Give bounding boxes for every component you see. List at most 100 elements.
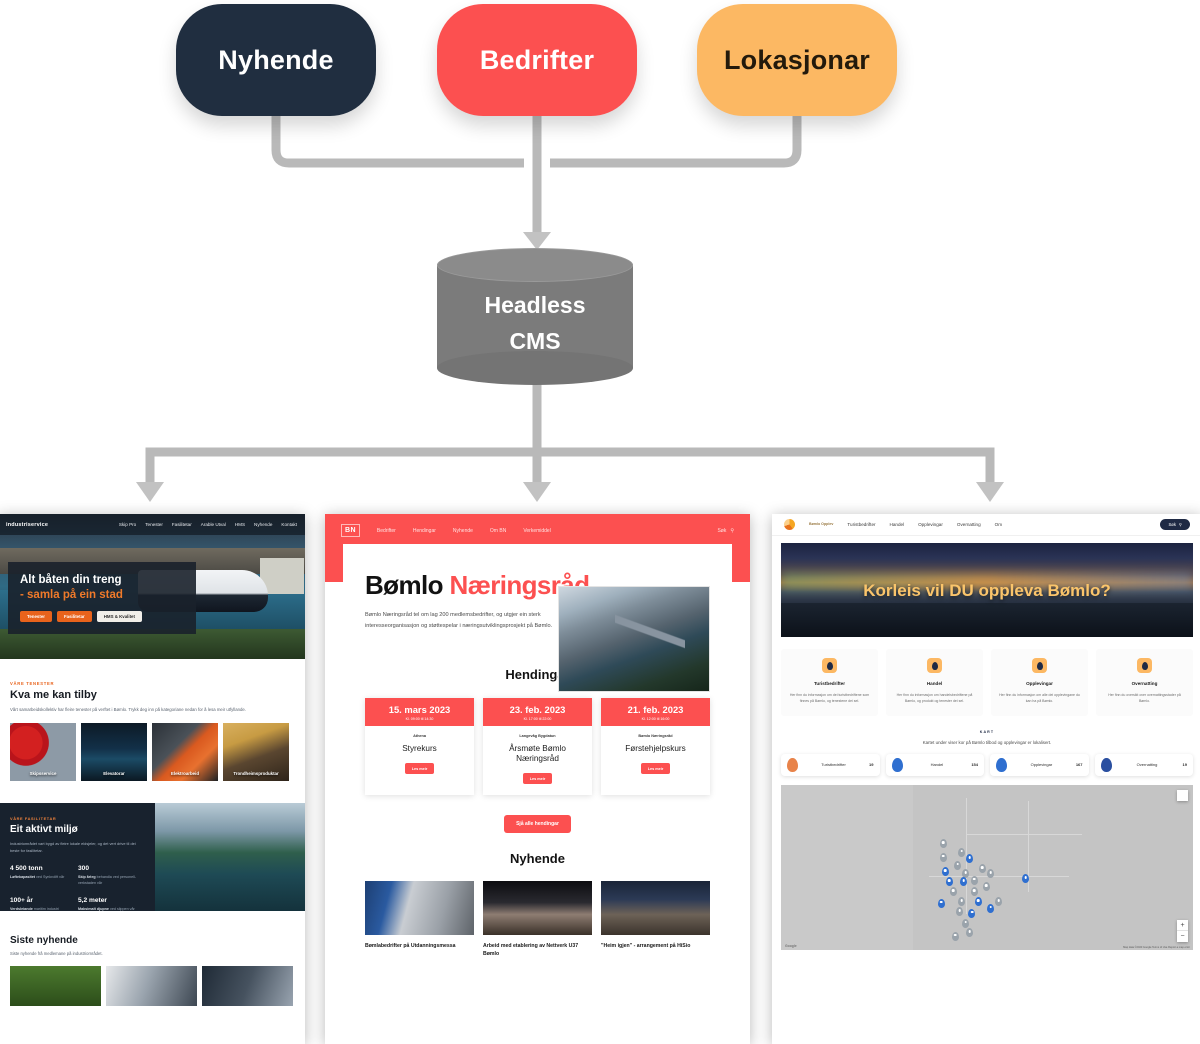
site3-nav-item[interactable]: Turistbedrifter [847,522,876,527]
site3-navbar[interactable]: Bømlo Opplev Turistbedrifter Handel Oppl… [772,514,1200,536]
news-card[interactable]: "Heim igjen" - arrangement på HiSio [601,880,710,959]
search-icon[interactable]: ⚲ [730,527,734,534]
site2-search[interactable]: Søk ⚲ [717,528,734,534]
map-pin[interactable] [970,875,978,885]
map-pin[interactable] [941,867,949,877]
event-card[interactable]: 23. feb. 2023 Kl. 17:00 til 22:00 Langev… [483,697,592,795]
event-read-more-button[interactable]: Les meir [522,773,553,785]
site2-nav-item[interactable]: Nyhende [452,527,473,534]
map-pin[interactable] [978,864,986,874]
interactive-map[interactable]: + − Google Map data ©2023 Google Terms o… [781,784,1193,950]
site1-nav-item[interactable]: Fasilitetar [171,522,192,527]
site2-nav-item[interactable]: Om BN [489,527,507,534]
site3-nav-item[interactable]: Opplevingar [918,522,943,527]
news-card[interactable]: Bømlabedrifter på Utdanningsmessa [365,880,474,959]
fullscreen-icon[interactable] [1177,789,1188,801]
site1-nav-item[interactable]: Kontakt [281,522,297,527]
site1-navbar[interactable]: industriservice Skip Pro Tenester Fasili… [0,514,305,535]
event-read-more-button[interactable]: Les meir [404,763,435,775]
category-card-opplevingar[interactable]: Opplevingar Her finn du informasjon om a… [991,649,1088,716]
site2-nav-item[interactable]: Bedrifter [376,527,396,534]
site2-nav-item[interactable]: Verkemiddel [523,527,551,534]
source-node-lokasjonar[interactable]: Lokasjonar [697,4,897,116]
map-pin[interactable] [945,877,953,887]
category-card-handel[interactable]: Handel Her finn du informasjon om handel… [886,649,983,716]
category-card-overnatting[interactable]: Overnatting Her finn du oversikt over ov… [1096,649,1193,716]
website-preview-industriservice[interactable]: industriservice Skip Pro Tenester Fasili… [0,514,305,1044]
cms-label: Headless CMS [437,288,633,359]
source-node-nyhende[interactable]: Nyhende [176,4,376,116]
map-pin[interactable] [960,877,968,887]
website-preview-opplev-bomlo[interactable]: Bømlo Opplev Turistbedrifter Handel Oppl… [772,514,1200,1044]
site1-nav-item[interactable]: Tenester [145,522,163,527]
website-preview-bomlo-naeringsrad[interactable]: BN Bedrifter Hendingar Nyhende Om BN Ver… [325,514,750,1044]
site3-nav-item[interactable]: Overnatting [956,522,981,527]
zoom-out-button[interactable]: − [1180,932,1185,940]
map-pin[interactable] [970,887,978,897]
map-pin-icon [1137,658,1152,673]
service-card[interactable]: Elevatorar [81,722,147,781]
map-pin[interactable] [962,869,970,879]
logo-icon[interactable] [784,519,795,530]
service-card[interactable]: Trondheimsproduktar [223,722,289,781]
map-pin[interactable] [966,928,974,938]
map-pin[interactable] [939,852,947,862]
map-pin[interactable] [951,931,959,941]
event-card[interactable]: 21. feb. 2023 Kl. 12:00 til 16:00 Bømlo … [601,697,710,795]
site1-logo[interactable]: industriservice [6,521,49,528]
map-pin[interactable] [956,907,964,917]
legend-item-handel[interactable]: Handel 154 [885,753,984,776]
see-all-events-button[interactable]: Sjå alle hendingar [504,814,571,833]
site2-nav-item[interactable]: Hendingar [412,527,436,534]
hero-button-fasilitetar[interactable]: Fasilitetar [56,611,92,623]
map-pin[interactable] [968,908,976,918]
legend-item-overnatting[interactable]: Overnatting 19 [1094,753,1193,776]
map-pin[interactable] [954,860,962,870]
map-pin[interactable] [995,897,1003,907]
map-pin[interactable] [1022,874,1030,884]
event-time: Kl. 12:00 til 16:00 [641,716,670,721]
zoom-in-button[interactable]: + [1177,920,1188,931]
source-node-bedrifter[interactable]: Bedrifter [437,4,637,116]
news-thumb[interactable] [106,965,197,1006]
headless-cms-database[interactable]: Headless CMS [437,248,633,385]
site3-nav-item[interactable]: Handel [889,522,905,527]
service-card[interactable]: Elektroarbeid [152,722,218,781]
site1-nav-item[interactable]: Skip Pro [118,522,137,527]
site3-search-button[interactable]: Søk ⚲ [1160,519,1190,530]
site3-nav-item[interactable]: Om [994,522,1003,527]
site1-nav-item[interactable]: HMS [234,522,246,527]
map-pin[interactable] [939,839,947,849]
event-read-more-button[interactable]: Les meir [640,763,671,775]
service-card[interactable]: Skipsservice [10,722,76,781]
map-pin[interactable] [974,897,982,907]
map-pin[interactable] [966,854,974,864]
news-thumb[interactable] [202,965,293,1006]
map-pin[interactable] [958,897,966,907]
map-pin[interactable] [962,918,970,928]
site1-nav-item[interactable]: Nyhende [254,522,273,527]
map-pin[interactable] [987,903,994,913]
legend-item-turistbedrifter[interactable]: Turistbedrifter 19 [781,753,880,776]
news-card[interactable]: Arbeid med etablering av Nettverk U37 Bø… [483,880,592,959]
map-pin[interactable] [982,882,990,892]
category-card-turistbedrifter[interactable]: Turistbedrifter Her finn du informasjon … [781,649,878,716]
map-zoom-controls[interactable]: + − [1177,919,1188,942]
legend-count: 19 [869,762,874,768]
map-pin[interactable] [937,898,945,908]
map-pin[interactable] [949,887,957,897]
hero-button-hms[interactable]: HMS & Kvalitet [96,611,142,623]
event-card[interactable]: 15. mars 2023 Kl. 09:00 til 14:30 Athena… [365,697,474,795]
map-pin[interactable] [987,869,994,879]
legend-item-opplevingar[interactable]: Opplevingar 167 [990,753,1089,776]
site1-nav-links[interactable]: Skip Pro Tenester Fasilitetar Arable Utv… [119,522,297,527]
stat-item: 4 500 tonn Løftekapasitet ved Synkrolift… [10,865,78,887]
hero-button-tenester[interactable]: Tenester [20,611,52,623]
site1-nav-item[interactable]: Arable Utval [200,522,226,527]
site2-logo[interactable]: BN [341,524,360,537]
site1-hero-buttons[interactable]: Tenester Fasilitetar HMS & Kvalitet [20,611,184,623]
news-thumb[interactable] [10,965,101,1006]
site2-navbar[interactable]: BN Bedrifter Hendingar Nyhende Om BN Ver… [325,514,750,537]
map-pin[interactable] [958,847,966,857]
